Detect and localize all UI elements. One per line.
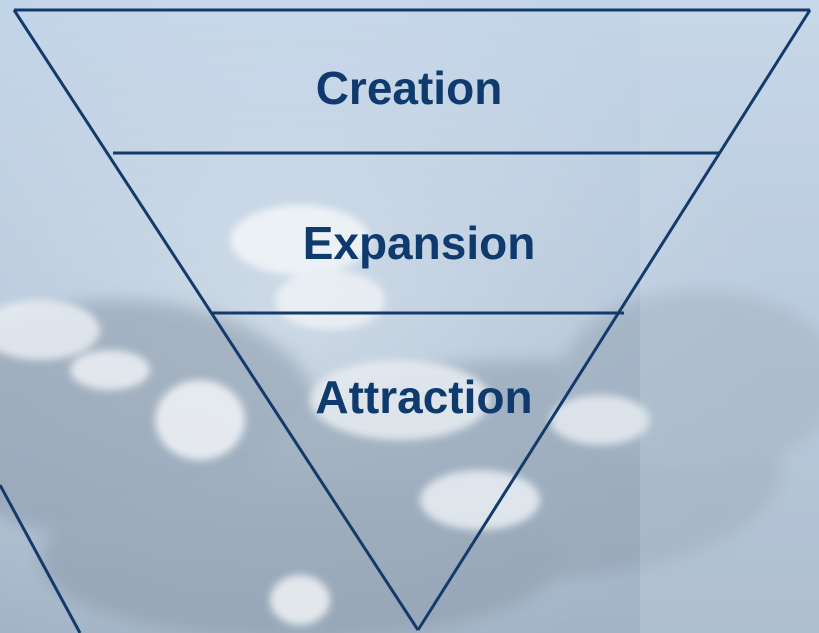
tier-label-expansion: Expansion	[302, 217, 536, 269]
tier-label-attraction: Attraction	[315, 371, 533, 423]
funnel-left-side	[12, 9, 420, 631]
partial-funnel-edge	[0, 484, 82, 633]
funnel-right-side	[416, 9, 812, 631]
tier-label-creation: Creation	[315, 62, 503, 114]
